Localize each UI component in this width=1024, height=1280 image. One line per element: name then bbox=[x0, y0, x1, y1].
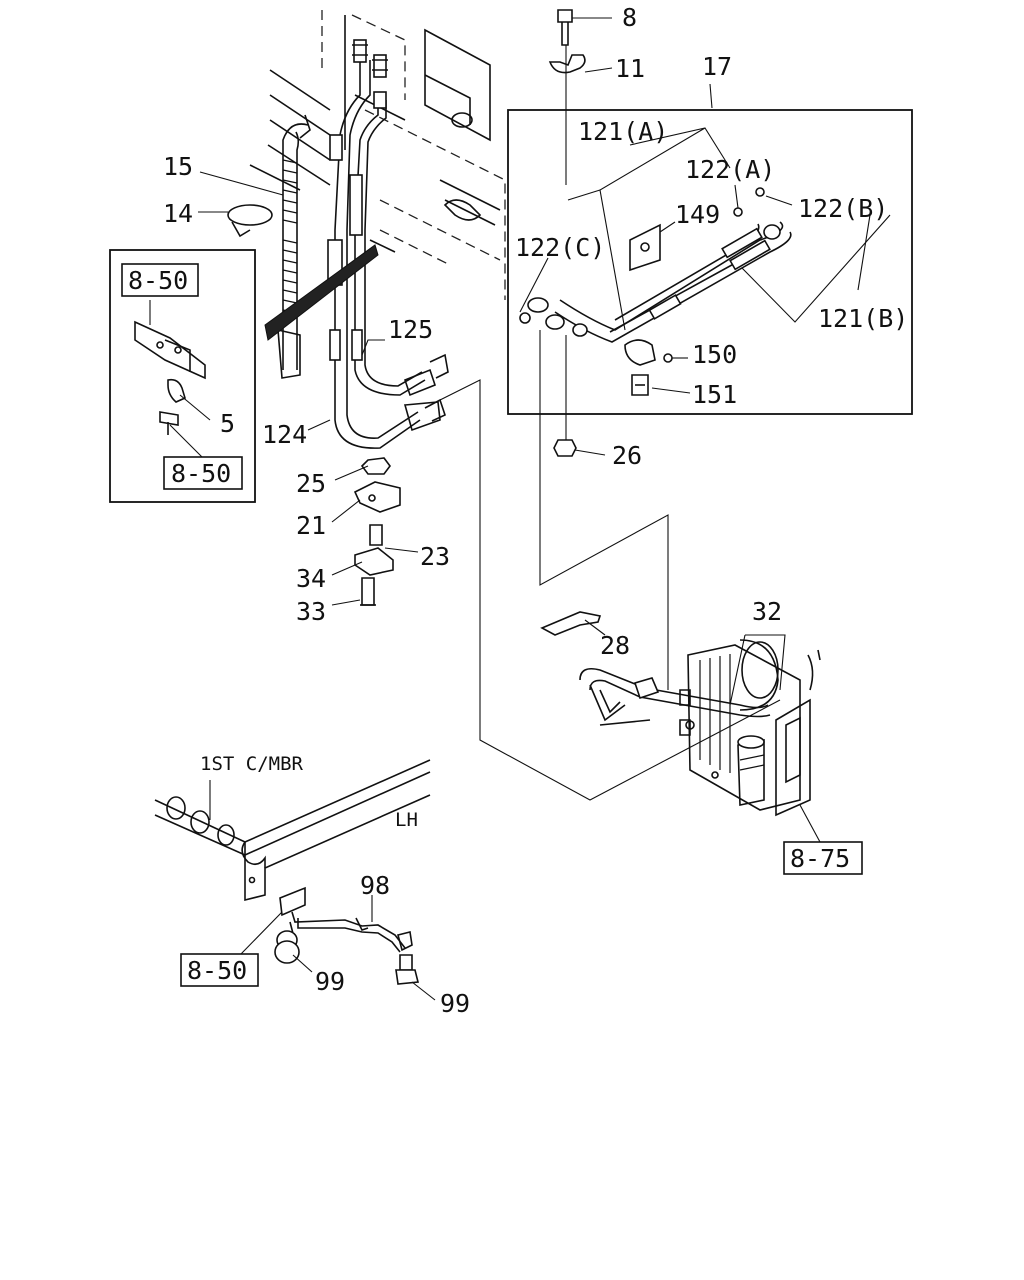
svg-text:8-50: 8-50 bbox=[171, 459, 231, 488]
label-28: 28 bbox=[600, 631, 630, 660]
label-34: 34 bbox=[296, 564, 326, 593]
svg-text:8-50: 8-50 bbox=[187, 956, 247, 985]
label-8: 8 bbox=[622, 3, 637, 32]
ref-box-8-50-bottom: 8-50 bbox=[180, 953, 259, 987]
detail-box-left bbox=[109, 249, 256, 503]
pipe-assembly-121 bbox=[519, 187, 792, 396]
cab-body-structure bbox=[249, 10, 506, 300]
dashed-leaders bbox=[439, 45, 781, 801]
label-151: 151 bbox=[692, 380, 737, 409]
detail-pointer-wedge bbox=[264, 244, 379, 341]
bracket-stack bbox=[353, 457, 401, 606]
nut-26 bbox=[553, 439, 577, 457]
crossmember bbox=[154, 759, 431, 917]
side-note: LH bbox=[395, 809, 418, 831]
hose-clamp-14 bbox=[227, 204, 273, 238]
condenser-assembly-32 bbox=[579, 639, 821, 817]
svg-text:8-75: 8-75 bbox=[790, 844, 850, 873]
label-122b: 122(B) bbox=[798, 194, 888, 223]
label-124: 124 bbox=[262, 420, 307, 449]
ref-box-8-50-top: 8-50 bbox=[121, 263, 199, 297]
label-121a: 121(A) bbox=[578, 117, 668, 146]
bracket-detail bbox=[134, 320, 206, 435]
label-98: 98 bbox=[360, 871, 390, 900]
label-122c: 122(C) bbox=[515, 233, 605, 262]
label-26: 26 bbox=[612, 441, 642, 470]
label-5: 5 bbox=[220, 409, 235, 438]
label-clip-28 bbox=[540, 611, 602, 636]
label-15: 15 bbox=[163, 152, 193, 181]
refrigerant-lines-124-125 bbox=[327, 39, 449, 449]
label-33: 33 bbox=[296, 597, 326, 626]
crossmember-note: 1ST C/MBR bbox=[200, 753, 304, 775]
label-121b: 121(B) bbox=[818, 304, 908, 333]
callout-leaders bbox=[149, 17, 891, 1001]
detail-box-17 bbox=[507, 109, 913, 415]
label-23: 23 bbox=[420, 542, 450, 571]
ref-box-8-50-mid: 8-50 bbox=[163, 456, 243, 490]
drain-hose-15 bbox=[277, 114, 311, 379]
label-125: 125 bbox=[388, 315, 433, 344]
bolt-8-clamp-11 bbox=[548, 9, 586, 74]
label-14: 14 bbox=[163, 199, 193, 228]
label-150: 150 bbox=[692, 340, 737, 369]
label-17: 17 bbox=[702, 52, 732, 81]
label-21: 21 bbox=[296, 511, 326, 540]
label-122a: 122(A) bbox=[685, 155, 775, 184]
label-11: 11 bbox=[615, 54, 645, 83]
label-32: 32 bbox=[752, 597, 782, 626]
label-149: 149 bbox=[675, 200, 720, 229]
ground-strap-98 bbox=[274, 911, 420, 985]
label-99-second: 99 bbox=[440, 989, 470, 1018]
label-99-first: 99 bbox=[315, 967, 345, 996]
ref-box-8-75: 8-75 bbox=[783, 841, 863, 875]
svg-text:8-50: 8-50 bbox=[128, 266, 188, 295]
label-25: 25 bbox=[296, 469, 326, 498]
